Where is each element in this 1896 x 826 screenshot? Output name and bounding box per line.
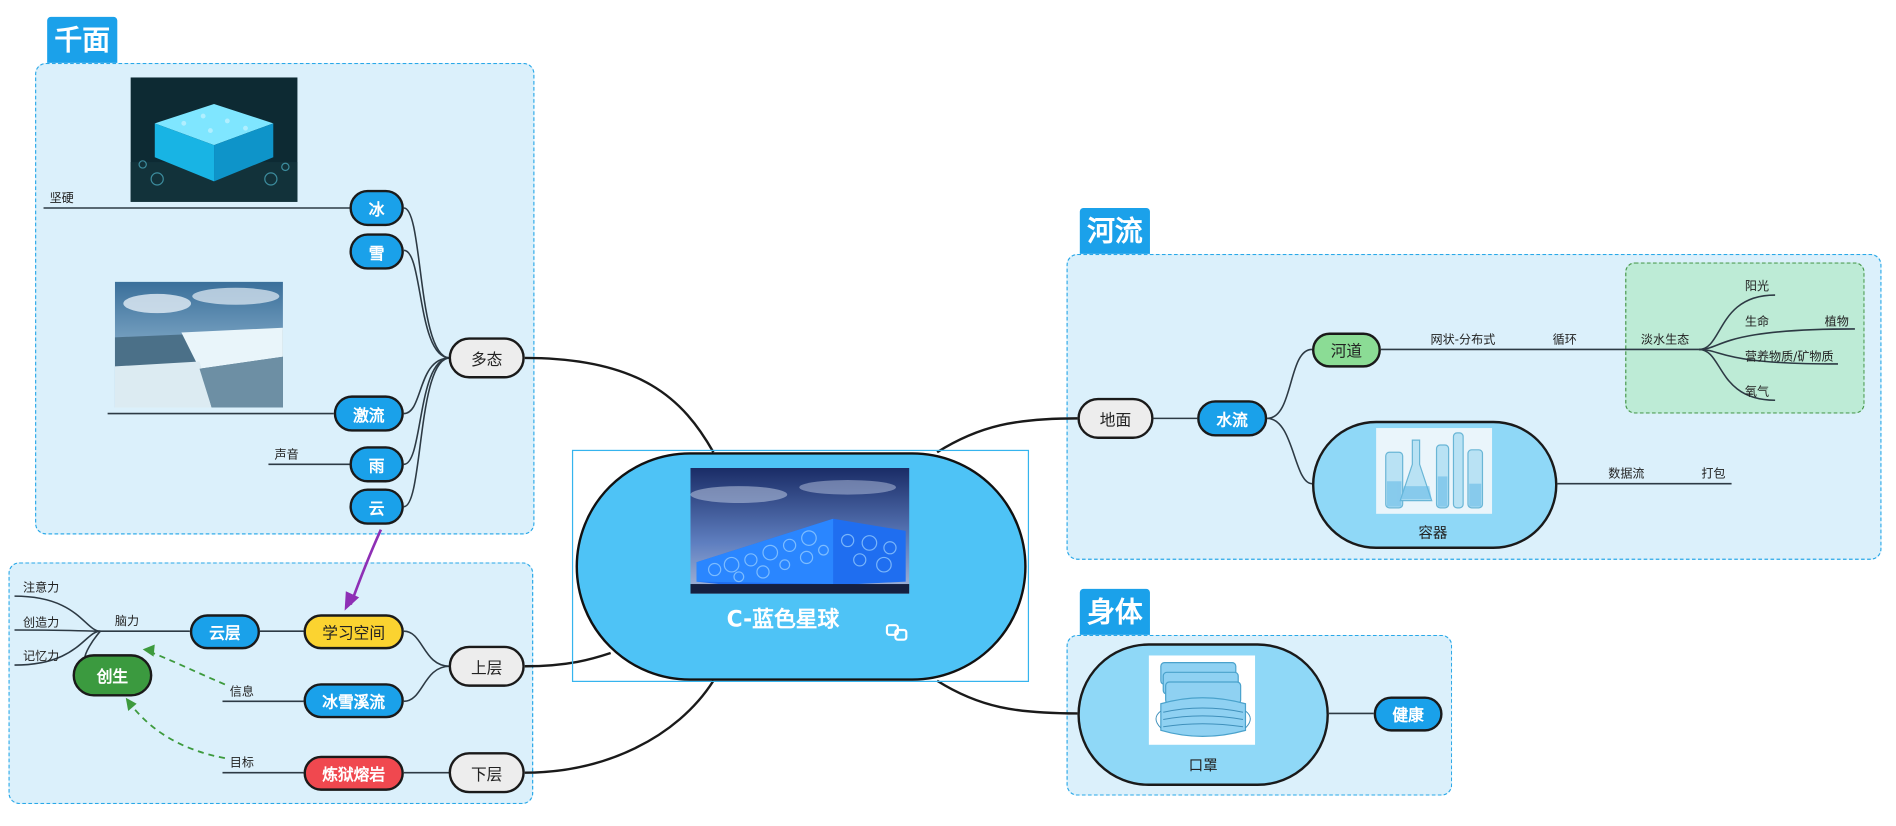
node-chuangsheng[interactable]: 创生 [72, 654, 153, 697]
node-xuexi-kongjian[interactable]: 学习空间 [303, 614, 404, 650]
node-jiankang[interactable]: 健康 [1373, 696, 1443, 732]
node-lianyu-rongyan[interactable]: 炼狱熔岩 [303, 755, 404, 791]
region-tag-heliu[interactable]: 河流 [1079, 207, 1150, 254]
waterfall-image [114, 281, 283, 408]
label-zhuyili[interactable]: 注意力 [22, 581, 60, 595]
node-xue[interactable]: 雪 [349, 233, 404, 270]
note-shengyin[interactable]: 声音 [274, 448, 299, 462]
label-wangzhuang[interactable]: 网状-分布式 [1430, 333, 1496, 348]
face-mask-image [1148, 655, 1256, 745]
node-kouzhao-label[interactable]: 口罩 [1188, 756, 1218, 774]
node-hedao[interactable]: 河道 [1311, 332, 1381, 368]
node-rongqi-label[interactable]: 容器 [1418, 524, 1448, 542]
label-jiyili[interactable]: 记忆力 [22, 650, 60, 664]
node-yun[interactable]: 云 [349, 488, 404, 525]
node-bingxue-xiliu[interactable]: 冰雪溪流 [303, 683, 404, 719]
label-danshui-shengtai[interactable]: 淡水生态 [1640, 333, 1690, 348]
water-cube-image [690, 467, 910, 594]
node-dimian[interactable]: 地面 [1077, 397, 1154, 439]
region-tag-qianmian[interactable]: 千面 [47, 16, 118, 63]
region-freshwater-box [1625, 262, 1865, 414]
center-title[interactable]: C-蓝色星球 [726, 607, 840, 633]
label-yangqi[interactable]: 氧气 [1744, 385, 1770, 400]
node-bing[interactable]: 冰 [349, 189, 404, 227]
link-icon[interactable] [885, 623, 909, 642]
node-yu[interactable]: 雨 [349, 446, 404, 483]
node-xiaceng[interactable]: 下层 [448, 752, 525, 794]
label-naoli[interactable]: 脑力 [114, 615, 140, 629]
label-xunhuan[interactable]: 循环 [1552, 333, 1577, 348]
center-selection-frame [571, 449, 1030, 682]
note-jianying[interactable]: 坚硬 [49, 192, 74, 206]
label-dabao[interactable]: 打包 [1701, 467, 1726, 482]
label-yangguang[interactable]: 阳光 [1744, 280, 1770, 294]
label-shujuliu[interactable]: 数据流 [1608, 467, 1645, 482]
label-shengming[interactable]: 生命 [1744, 315, 1770, 329]
node-yunceng[interactable]: 云层 [189, 614, 260, 650]
label-chuangzaoli[interactable]: 创造力 [22, 616, 60, 630]
node-shangceng[interactable]: 上层 [448, 645, 525, 687]
label-mubiao[interactable]: 目标 [229, 756, 254, 771]
label-yingyang[interactable]: 营养物质/矿物质 [1744, 350, 1834, 364]
node-duotai[interactable]: 多态 [448, 337, 525, 379]
region-tag-shenti[interactable]: 身体 [1079, 588, 1150, 635]
label-xinxi[interactable]: 信息 [229, 685, 254, 699]
label-zhiwu[interactable]: 植物 [1824, 315, 1849, 329]
node-shuiliu[interactable]: 水流 [1197, 400, 1268, 437]
glassware-image [1376, 428, 1493, 514]
ice-cube-image [130, 77, 298, 202]
node-jiliu[interactable]: 激流 [333, 395, 404, 432]
